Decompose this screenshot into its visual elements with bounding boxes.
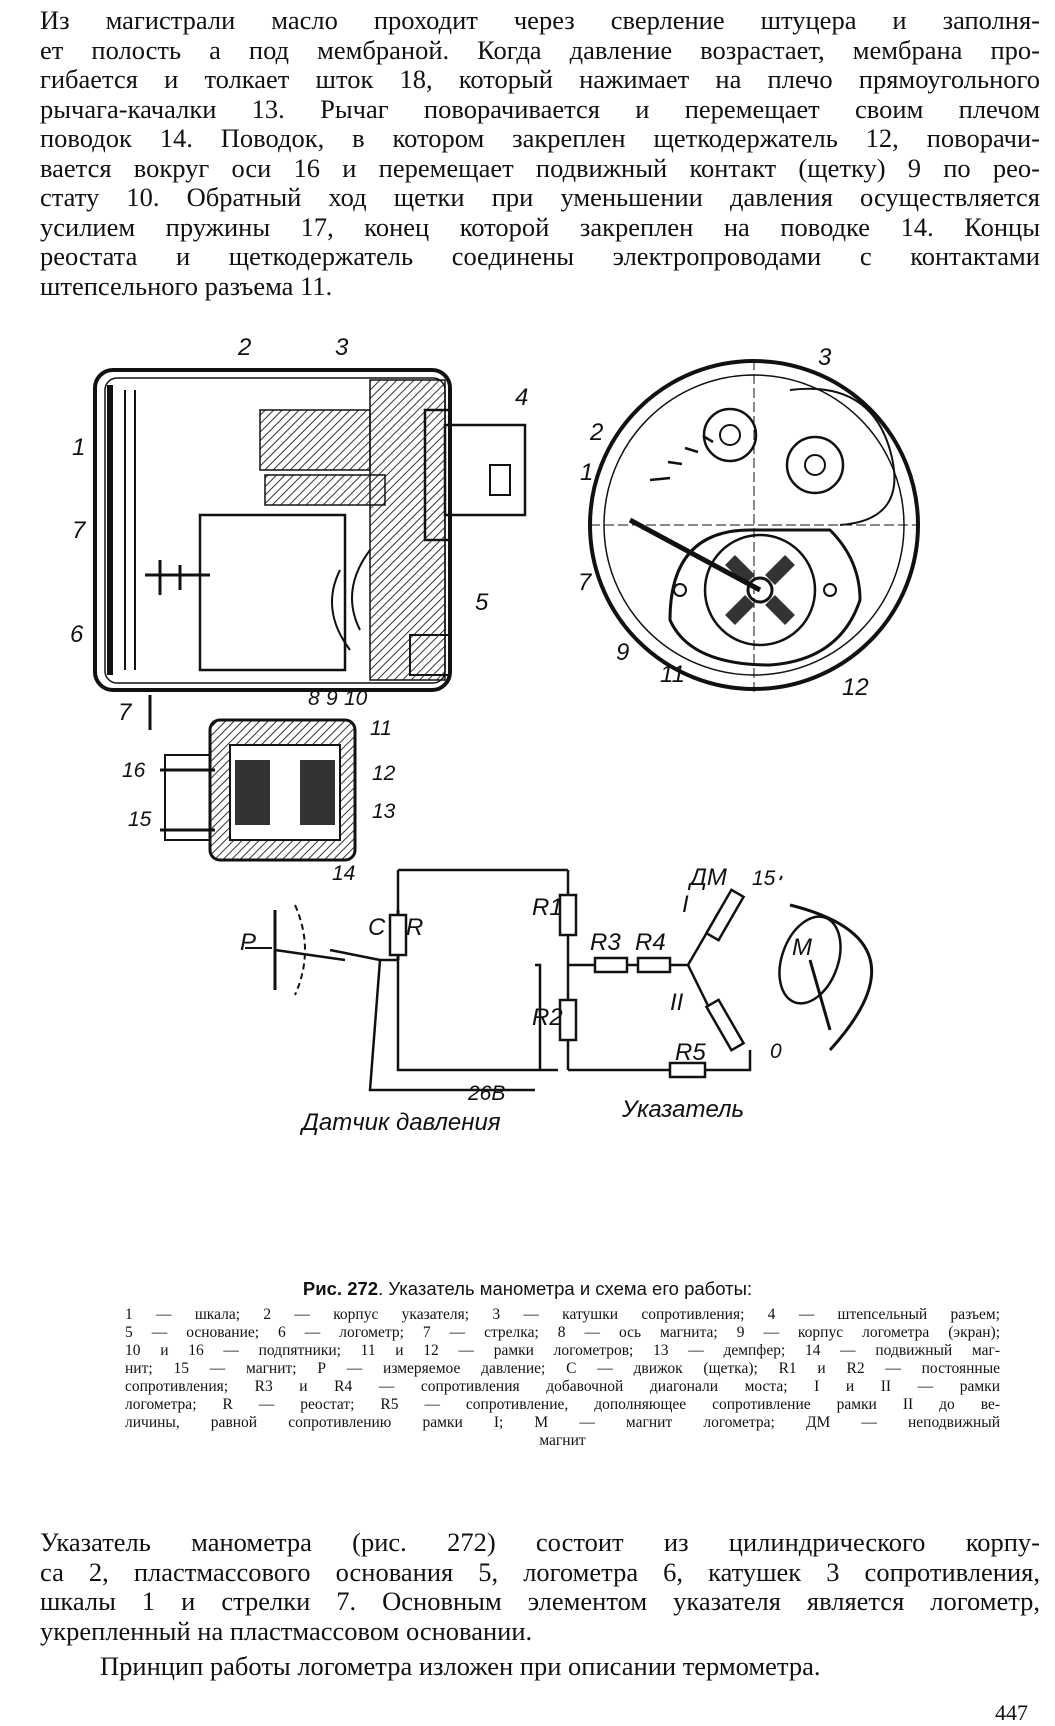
label-r4: R4 [635,929,666,956]
text-line: реостата и щеткодержатель соединены элек… [40,241,1040,271]
label-12-lower: 12 [372,762,396,785]
figure-number: Рис. 272 [302,1278,379,1299]
page-number: 447 [995,1700,1028,1725]
label-rheostat: R [406,914,423,941]
indicator-cross-section [93,368,527,730]
text-line: гибается и толкает шток 18, который нажи… [40,64,1040,94]
label-slider: C [368,914,386,941]
text-line: са 2, пластмассового основания 5, логоме… [40,1556,1040,1587]
label-3-left: 3 [335,334,349,361]
caption-line: сопротивления; R3 и R4 — сопротивления д… [125,1378,1000,1395]
bottom-paragraph: Указатель манометра (рис. 272) состоит и… [40,1527,1040,1646]
label-magnet: M [792,934,812,961]
caption-line: 5 — основание; 6 — логометр; 7 — стрелка… [125,1324,1000,1341]
label-12-right: 12 [842,674,869,701]
label-r2: R2 [532,1004,563,1031]
label-frame-1: I [682,891,689,918]
label-5-left: 5 [475,589,489,616]
text-line: шкалы 1 и стрелки 7. Основным элементом … [40,1586,1040,1616]
label-1-right: 1 [580,459,593,486]
label-1-left: 1 [72,434,85,461]
text-line: Указатель манометра (рис. 272) состоит и… [40,1527,1040,1557]
label-scale-min: 0 [770,1040,782,1063]
label-6-left: 6 [70,621,84,648]
label-frame-2: II [670,989,684,1016]
figure-labels: 1 2 3 4 5 6 7 7 8 9 10 11 12 13 14 15 16… [70,334,869,1136]
logometer-cross-section [160,718,357,862]
caption-line: нит; 15 — магнит; Р — измеряемое давлени… [125,1360,1000,1377]
label-7-left: 7 [72,517,87,544]
caption-line: 10 и 16 — подпятники; 11 и 12 — рамки ло… [125,1342,1000,1359]
label-pressure: P [240,929,256,956]
label-r5: R5 [675,1039,706,1066]
text-line: вается вокруг оси 16 и перемещает подвиж… [40,152,1040,183]
label-14-lower: 14 [332,862,355,885]
figure-caption-legend: 1 — шкала; 2 — корпус указателя; 3 — кат… [125,1306,1000,1450]
figure-title: . Указатель манометра и схема его работы… [378,1278,753,1299]
label-fixed-magnet: ДМ [687,864,727,891]
label-7-lower: 7 [118,699,133,726]
caption-line: 1 — шкала; 2 — корпус указателя; 3 — кат… [125,1306,1000,1323]
label-8-lower: 8 [308,687,320,710]
label-10-lower: 10 [344,687,368,710]
caption-line: магнит [539,1432,586,1449]
text-line: Из магистрали масло проходит через сверл… [40,5,1040,35]
label-3-right: 3 [818,344,832,371]
figure-272: 1 2 3 4 5 6 7 7 8 9 10 11 12 13 14 15 16… [70,334,1030,1290]
text-line: штепсельного разъема 11. [40,270,333,301]
label-9-right: 9 [616,639,629,666]
label-7-right: 7 [578,569,593,596]
figure-caption-title: Рис. 272. Указатель манометра и схема ег… [0,1278,1055,1300]
label-2-left: 2 [237,334,251,361]
label-indicator: Указатель [621,1096,744,1123]
text-line: стату 10. Обратный ход щетки при уменьше… [40,182,1040,212]
text-line: поводок 14. Поводок, в котором закреплен… [40,123,1040,153]
text-line: усилием пружины 17, конец которой закреп… [40,211,1040,242]
label-9-lower: 9 [326,687,338,710]
top-paragraph: Из магистрали масло проходит через сверл… [40,5,1040,301]
circuit-schematic [245,868,874,1092]
label-voltage: 26В [467,1082,505,1105]
label-r3: R3 [590,929,621,956]
text-line: ет полость а под мембраной. Когда давлен… [40,34,1040,65]
label-4-left: 4 [515,384,528,411]
text-line: рычага-качалки 13. Рычаг поворачивается … [40,93,1040,124]
caption-line: личины, равной сопротивлению рамки I; М … [125,1414,1000,1431]
indicator-dial-front [588,359,920,695]
caption-line: логометра; R — реостат; R5 — сопротивлен… [125,1396,1000,1413]
label-sensor: Датчик давления [299,1109,501,1136]
label-scale-max: 15 [752,867,776,890]
figure-drawing [93,359,920,1092]
final-line: Принцип работы логометра изложен при опи… [100,1651,821,1681]
label-r1: R1 [532,894,563,921]
label-11-lower: 11 [370,717,392,740]
label-16-lower: 16 [122,759,146,782]
label-11-right: 11 [660,661,685,688]
label-13-lower: 13 [372,800,396,823]
label-15-lower: 15 [128,808,152,831]
label-2-right: 2 [589,419,603,446]
text-line: укрепленный на пластмассовом основании. [40,1615,533,1646]
